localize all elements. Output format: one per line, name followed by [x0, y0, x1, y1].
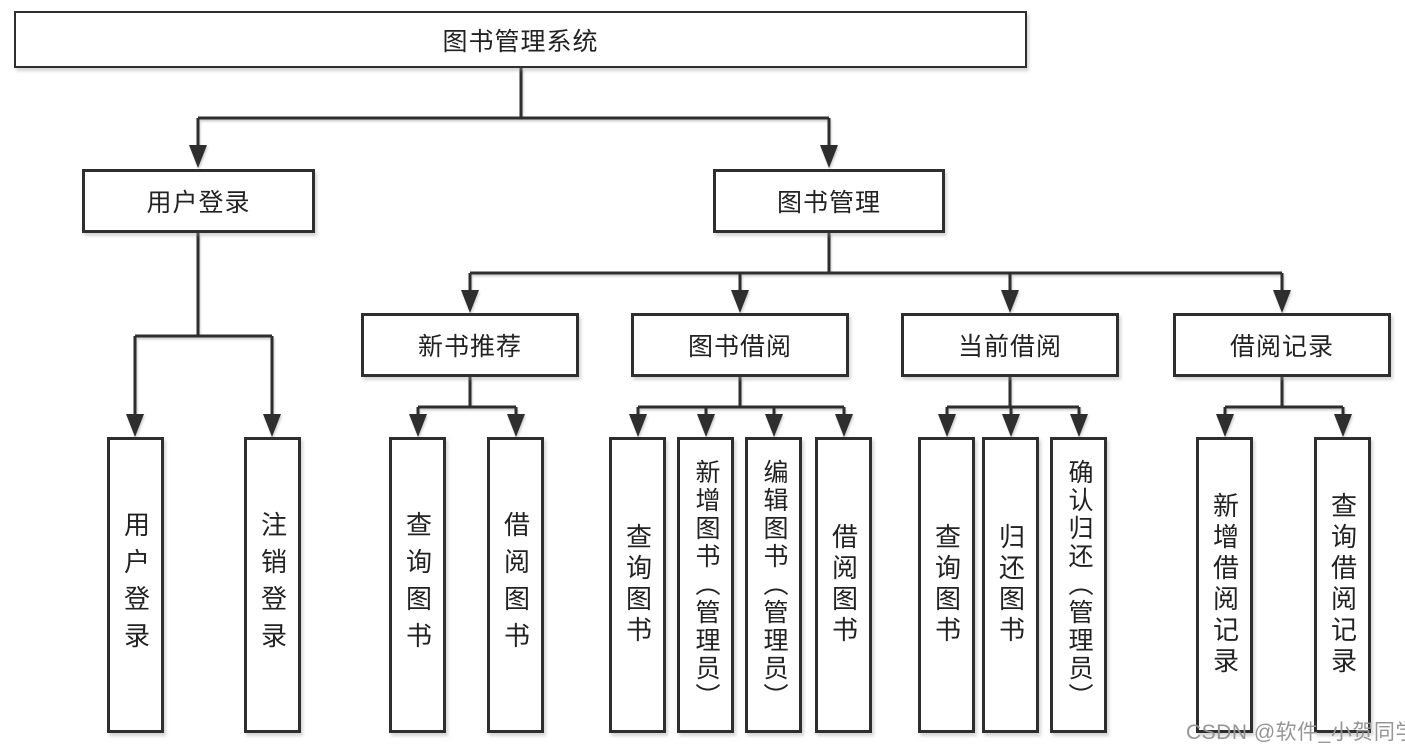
leaf-current-confirm-return-admin-label: 确认归还（管理员） — [1065, 459, 1093, 711]
leaf-current-query-books: 查询图书 — [918, 437, 975, 733]
leaf-logout-label: 注销登录 — [257, 511, 288, 659]
node-book-borrowing-label: 图书借阅 — [687, 333, 792, 361]
connector-login-to-leaves — [133, 233, 274, 415]
arrow-down-icon — [1216, 414, 1234, 437]
leaf-records-query-record: 查询借阅记录 — [1314, 437, 1371, 733]
leaf-records-query-record-label: 查询借阅记录 — [1327, 492, 1358, 678]
node-library-system-label: 图书管理系统 — [442, 27, 599, 56]
leaf-borrow-query-books-label: 查询图书 — [622, 523, 653, 647]
arrow-down-icon — [189, 145, 207, 168]
connector-recommend-to-leaves — [416, 377, 518, 415]
arrow-down-icon — [731, 290, 749, 313]
leaf-borrow-add-books-admin-label: 新增图书（管理员） — [692, 459, 720, 711]
leaf-current-return-books-label: 归还图书 — [995, 523, 1026, 647]
arrow-down-icon — [938, 414, 956, 437]
node-current-borrowing-label: 当前借阅 — [957, 333, 1062, 361]
arrow-down-icon — [820, 145, 838, 168]
leaf-recommend-query-books: 查询图书 — [389, 437, 446, 733]
node-new-book-recommend-label: 新书推荐 — [417, 333, 522, 361]
leaf-records-add-record: 新增借阅记录 — [1196, 437, 1253, 733]
arrow-down-icon — [1001, 290, 1019, 313]
leaf-recommend-borrow-books-label: 借阅图书 — [500, 511, 531, 659]
node-new-book-recommend: 新书推荐 — [361, 313, 579, 377]
leaf-records-add-record-label: 新增借阅记录 — [1209, 492, 1240, 678]
arrow-down-icon — [1070, 414, 1088, 437]
leaf-current-return-books: 归还图书 — [982, 437, 1039, 733]
arrow-down-icon — [835, 414, 853, 437]
arrow-down-icon — [263, 414, 281, 437]
arrow-down-icon — [697, 414, 715, 437]
arrow-down-icon — [507, 414, 525, 437]
connector-records-to-leaves — [1223, 377, 1345, 415]
node-borrow-records: 借阅记录 — [1173, 313, 1391, 377]
arrow-down-icon — [461, 290, 479, 313]
arrow-down-icon — [1334, 414, 1352, 437]
leaf-user-login-label: 用户登录 — [120, 511, 151, 659]
csdn-watermark: CSDN @软件_小贺同学 — [1186, 721, 1405, 744]
arrow-down-icon — [765, 414, 783, 437]
leaf-borrow-borrow-books: 借阅图书 — [815, 437, 872, 733]
connector-root-to-level2 — [196, 68, 831, 146]
node-book-borrowing: 图书借阅 — [631, 313, 849, 377]
node-book-management-label: 图书管理 — [776, 189, 881, 217]
leaf-user-login: 用户登录 — [107, 437, 164, 733]
leaf-borrow-borrow-books-label: 借阅图书 — [828, 523, 859, 647]
arrow-down-icon — [126, 414, 144, 437]
arrow-down-icon — [409, 414, 427, 437]
leaf-borrow-add-books-admin: 新增图书（管理员） — [677, 437, 734, 733]
connector-borrow-to-leaves — [636, 377, 846, 415]
leaf-borrow-query-books: 查询图书 — [609, 437, 666, 733]
leaf-borrow-edit-books-admin-label: 编辑图书（管理员） — [760, 459, 788, 711]
arrow-down-icon — [629, 414, 647, 437]
node-user-login-label: 用户登录 — [146, 189, 251, 217]
node-current-borrowing: 当前借阅 — [901, 313, 1119, 377]
arrow-down-icon — [1002, 414, 1020, 437]
leaf-current-query-books-label: 查询图书 — [931, 523, 962, 647]
connector-current-to-leaves — [945, 377, 1081, 415]
leaf-borrow-edit-books-admin: 编辑图书（管理员） — [745, 437, 802, 733]
leaf-current-confirm-return-admin: 确认归还（管理员） — [1050, 437, 1107, 733]
node-user-login: 用户登录 — [82, 169, 315, 233]
node-library-system: 图书管理系统 — [14, 11, 1027, 68]
node-borrow-records-label: 借阅记录 — [1229, 333, 1334, 361]
arrowheads — [126, 145, 1352, 437]
node-book-management: 图书管理 — [713, 169, 945, 233]
connector-mgmt-to-level3 — [468, 233, 1284, 291]
leaf-recommend-query-books-label: 查询图书 — [402, 511, 433, 659]
leaf-logout: 注销登录 — [244, 437, 301, 733]
leaf-recommend-borrow-books: 借阅图书 — [487, 437, 544, 733]
arrow-down-icon — [1273, 290, 1291, 313]
